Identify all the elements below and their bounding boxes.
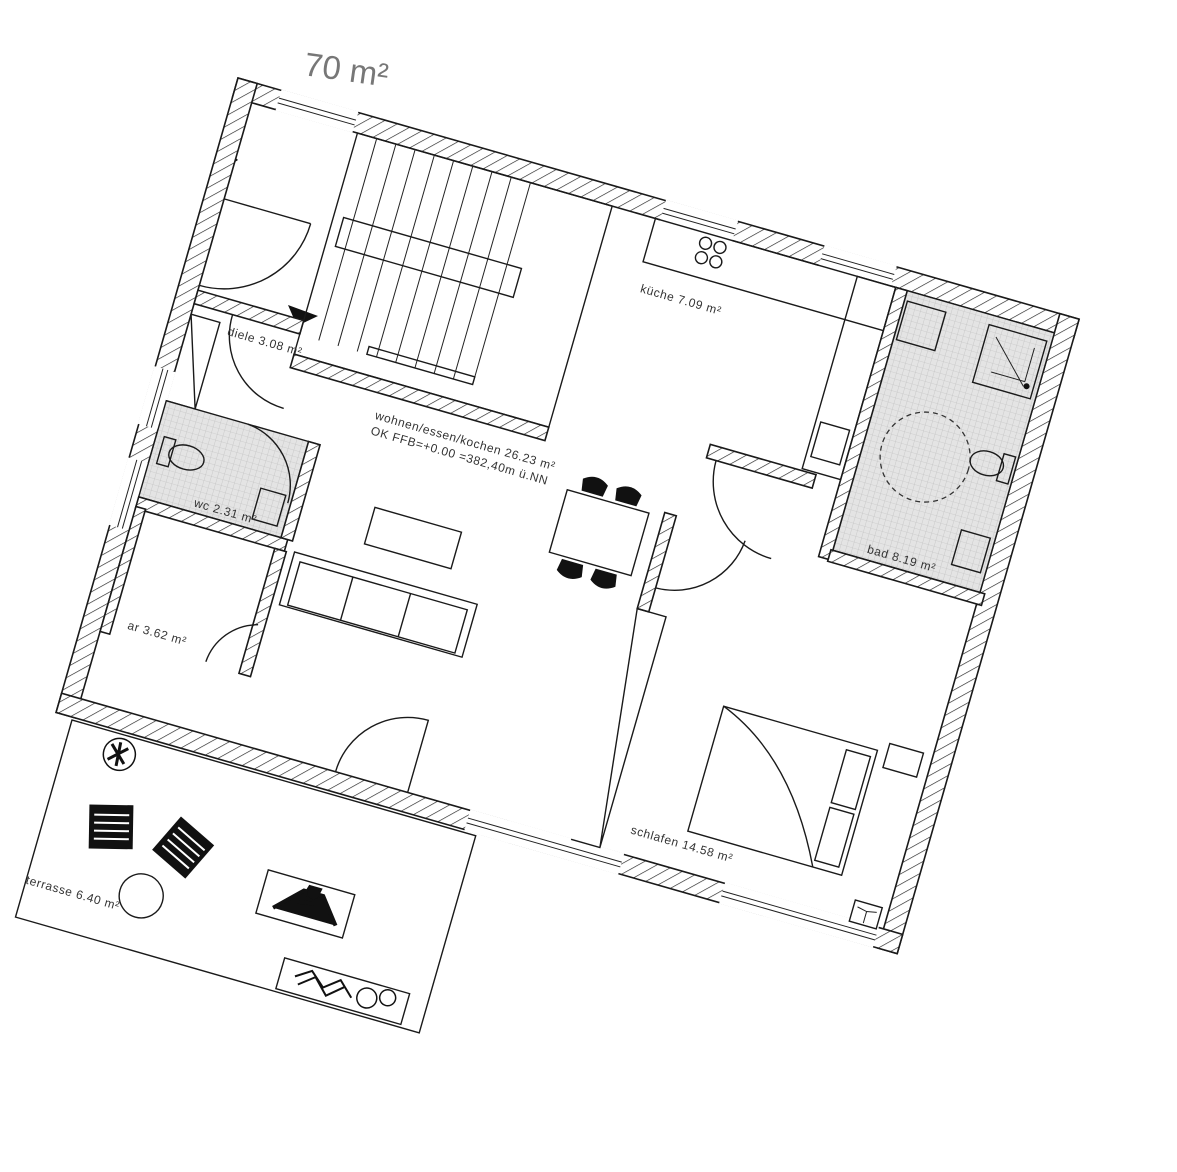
diele-door — [228, 314, 284, 410]
room-label-terrasse: terrasse 6.40 m² — [24, 873, 121, 913]
terrace-door — [334, 716, 430, 793]
ar-wall — [237, 547, 288, 678]
nightstand — [882, 742, 925, 778]
shower-icon — [971, 323, 1048, 400]
washing-machine — [895, 300, 947, 352]
area-title: 70 m² — [302, 45, 391, 93]
windows — [108, 89, 897, 948]
staircase — [289, 132, 614, 442]
terrace-outline — [14, 719, 477, 1034]
plant-icon — [102, 737, 137, 772]
kitchen-wall — [705, 443, 818, 490]
room-label-kueche: küche 7.09 m² — [639, 281, 723, 318]
ar-wall — [99, 505, 147, 636]
bath-wall — [826, 548, 986, 607]
sink-icon — [950, 529, 992, 574]
wc-wall — [279, 440, 322, 542]
yoga-mat-icon — [255, 869, 356, 939]
sink-icon — [809, 421, 851, 466]
room-label-ar: ar 3.62 m² — [126, 618, 188, 648]
bath-wall — [817, 286, 909, 561]
turning-circle — [879, 411, 971, 503]
bedroom-wall — [636, 511, 678, 613]
stove-icon — [694, 236, 727, 269]
book-icon — [848, 899, 884, 930]
entry-door — [199, 198, 312, 290]
wardrobe — [570, 607, 667, 849]
kitchen-door — [712, 460, 772, 560]
sink-icon — [251, 487, 287, 527]
bedroom-door — [655, 540, 746, 591]
toilet-icon — [155, 435, 205, 471]
wc-door — [247, 423, 291, 504]
wc-wall — [134, 495, 289, 553]
ar-door — [205, 624, 259, 662]
side-table — [118, 873, 164, 919]
room-label-schlafen: schlafen 14.58 m² — [629, 823, 734, 866]
diele-wall — [193, 289, 305, 335]
lounge-chair-icon — [88, 804, 215, 879]
bed-icon — [686, 705, 879, 877]
toilet-icon — [969, 450, 1017, 485]
planter-icon — [274, 956, 411, 1026]
sofa-icon — [278, 551, 479, 659]
stair-handrail — [365, 345, 476, 386]
dining-table-icon — [548, 476, 650, 589]
coffee-table — [363, 506, 463, 570]
